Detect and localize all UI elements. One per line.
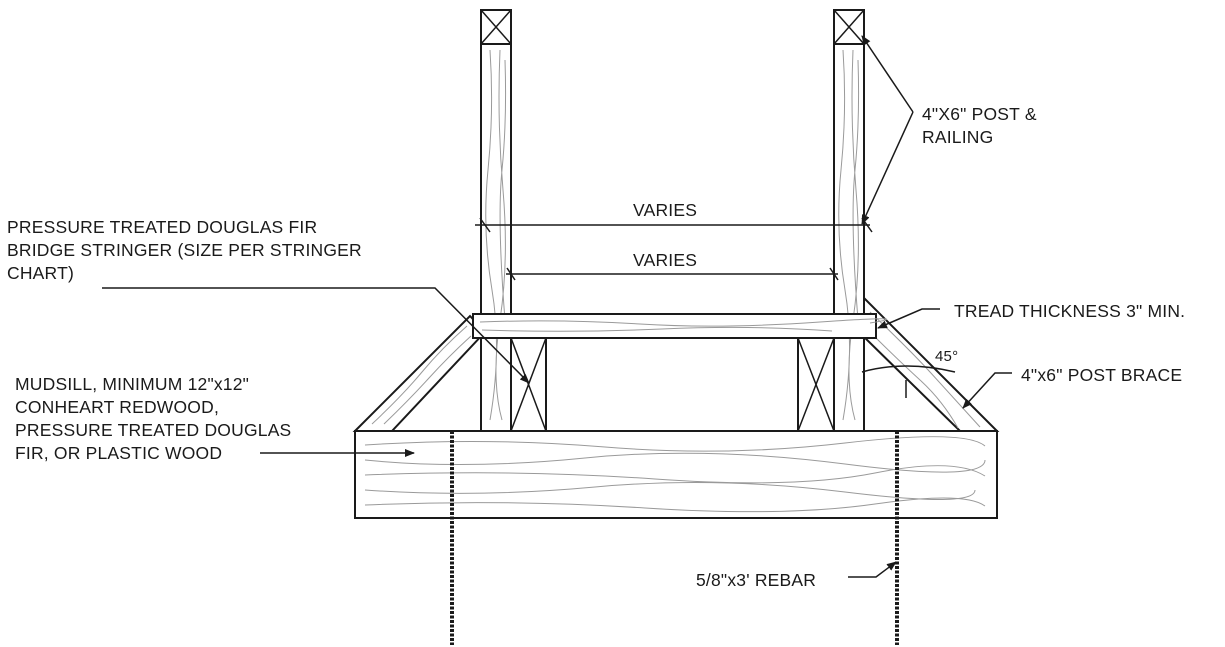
leader-post-brace	[962, 372, 1012, 409]
dimension-inner	[506, 267, 839, 281]
stringer-label-line-2: BRIDGE STRINGER (SIZE PER STRINGER	[7, 240, 362, 260]
tread	[472, 313, 888, 339]
mudsill	[354, 430, 998, 519]
angle-indicator	[861, 365, 956, 398]
mudsill-label: MUDSILL, MINIMUM 12"x12" CONHEART REDWOO…	[15, 373, 291, 465]
leader-rebar	[848, 561, 897, 578]
mudsill-label-line-2: CONHEART REDWOOD,	[15, 397, 220, 417]
varies-outer-label: VARIES	[633, 200, 698, 220]
post-left	[480, 9, 512, 432]
stringer-label-line-3: CHART)	[7, 263, 74, 283]
mudsill-label-line-1: MUDSILL, MINIMUM 12"x12"	[15, 374, 250, 394]
post-railing-label-line-1: 4"X6" POST &	[922, 104, 1037, 124]
leader-post-railing	[861, 35, 914, 225]
varies-inner-label: VARIES	[633, 250, 698, 270]
stringer-right	[797, 337, 835, 432]
stringer-left	[510, 337, 547, 432]
post-railing-label: 4"X6" POST & RAILING	[922, 103, 1037, 149]
post-brace-label: 4"x6" POST BRACE	[1021, 365, 1183, 385]
post-right	[833, 9, 865, 432]
post-brace-left	[352, 314, 487, 432]
mudsill-label-line-4: FIR, OR PLASTIC WOOD	[15, 443, 223, 463]
stringer-label-line-1: PRESSURE TREATED DOUGLAS FIR	[7, 217, 318, 237]
tread-label: TREAD THICKNESS 3" MIN.	[954, 301, 1186, 321]
leader-tread	[877, 308, 940, 329]
leader-stringer	[102, 287, 530, 384]
mudsill-label-line-3: PRESSURE TREATED DOUGLAS	[15, 420, 292, 440]
rebar-label: 5/8"x3' REBAR	[696, 570, 817, 590]
angle-label: 45°	[935, 348, 959, 365]
post-railing-label-line-2: RAILING	[922, 127, 994, 147]
stringer-label: PRESSURE TREATED DOUGLAS FIR BRIDGE STRI…	[7, 216, 362, 285]
